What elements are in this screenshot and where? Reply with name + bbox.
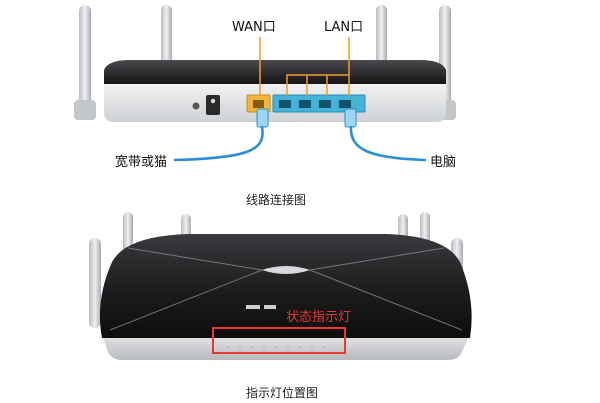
router-base — [102, 334, 470, 360]
brand-mark — [264, 305, 276, 309]
lan-plug — [344, 108, 357, 128]
lan-cable — [349, 125, 427, 162]
broadband-modem-label: 宽带或猫 — [115, 155, 168, 170]
wan-port-label: WAN口 — [232, 20, 276, 35]
router-back-view — [74, 5, 456, 162]
router-front-view — [89, 212, 472, 360]
status-lights-label: 状态指示灯 — [286, 310, 352, 325]
wiring-diagram-caption: 线路连接图 — [246, 193, 307, 207]
wan-plug — [256, 108, 269, 128]
lan-port-label: LAN口 — [324, 20, 364, 35]
status-light-highlight-box — [212, 327, 346, 354]
wan-cable — [173, 125, 264, 162]
antenna — [89, 238, 101, 328]
callout-lines — [259, 37, 350, 96]
router-top-rim — [104, 60, 446, 84]
router-top-shell — [99, 234, 472, 338]
center-reflection — [262, 266, 310, 274]
antenna-hinge — [74, 100, 96, 120]
computer-label: 电脑 — [430, 155, 457, 170]
indicator-location-caption: 指示灯位置图 — [246, 386, 319, 400]
reset-hole — [192, 102, 200, 110]
power-jack — [206, 95, 220, 115]
antenna — [79, 5, 91, 115]
brand-mark — [246, 305, 260, 309]
led-indicator-strip — [226, 345, 326, 349]
